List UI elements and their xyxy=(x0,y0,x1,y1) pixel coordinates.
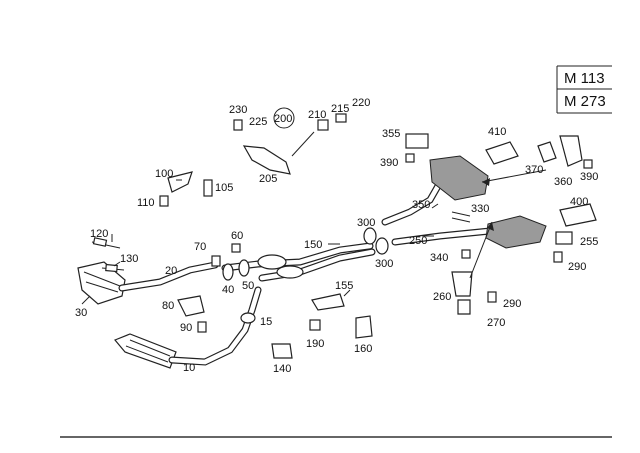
rear-muffler-upper xyxy=(429,141,519,201)
rear-pipe-350 xyxy=(381,182,442,226)
callout-200: 200 xyxy=(274,113,292,125)
callout-410: 410 xyxy=(488,126,506,138)
callout-215: 215 xyxy=(331,103,349,115)
arrow-to-upper-muffler xyxy=(481,169,547,186)
clip-330 xyxy=(451,211,471,223)
front-catalytic-converter-left xyxy=(77,261,219,305)
bolt-290-right xyxy=(553,251,563,263)
callout-220: 220 xyxy=(352,97,370,109)
callout-330: 330 xyxy=(471,203,489,215)
bolt-110 xyxy=(159,195,169,207)
callout-40: 40 xyxy=(222,284,234,296)
callout-60: 60 xyxy=(231,230,243,242)
callout-290-right: 290 xyxy=(568,261,586,273)
engine-code-m113: M 113 xyxy=(564,70,605,87)
callout-90: 90 xyxy=(180,322,192,334)
hanger-260 xyxy=(451,271,473,297)
callout-leaders xyxy=(81,179,439,305)
hanger-270 xyxy=(457,299,471,315)
callout-105: 105 xyxy=(215,182,233,194)
engine-code-m273: M 273 xyxy=(564,93,606,110)
bolt-90 xyxy=(197,321,207,333)
callout-155: 155 xyxy=(335,280,353,292)
callout-130: 130 xyxy=(120,253,138,265)
callout-50: 50 xyxy=(242,280,254,292)
callout-210: 210 xyxy=(308,109,326,121)
callout-350: 350 xyxy=(412,199,430,211)
bracket-100 xyxy=(167,171,193,193)
bolt-390-left xyxy=(405,153,415,163)
callout-110: 110 xyxy=(137,197,155,209)
callout-120: 120 xyxy=(90,228,108,240)
callout-20: 20 xyxy=(165,265,177,277)
hanger-370 xyxy=(537,141,557,163)
engine-code-box: M 113 M 273 xyxy=(556,65,612,114)
hanger-160 xyxy=(355,315,373,339)
callout-370: 370 xyxy=(525,164,543,176)
callout-205: 205 xyxy=(259,173,277,185)
callout-15: 15 xyxy=(260,316,272,328)
callout-300-upper: 300 xyxy=(357,217,375,229)
callout-225: 225 xyxy=(249,116,267,128)
clamp-15 xyxy=(240,312,256,324)
gasket-70 xyxy=(211,255,221,267)
callout-190: 190 xyxy=(306,338,324,350)
callout-270: 270 xyxy=(487,317,505,329)
bracket-80 xyxy=(177,295,205,317)
bracket-105 xyxy=(203,179,213,197)
callout-80: 80 xyxy=(162,300,174,312)
callout-230: 230 xyxy=(229,104,247,116)
clamp-40 xyxy=(222,263,234,281)
callout-255: 255 xyxy=(580,236,598,248)
bolt-290-lower xyxy=(487,291,497,303)
bolt-60 xyxy=(231,243,241,253)
callout-360: 360 xyxy=(554,176,572,188)
bolt-390-right xyxy=(583,159,593,169)
callout-140: 140 xyxy=(273,363,291,375)
clip-140 xyxy=(271,343,293,359)
rear-muffler-lower xyxy=(485,203,597,249)
callout-400: 400 xyxy=(570,196,588,208)
heat-shield-205 xyxy=(233,107,347,175)
oxygen-sensor-120 xyxy=(91,237,121,249)
hanger-255 xyxy=(555,231,573,245)
bolt-340 xyxy=(461,249,471,259)
callout-30: 30 xyxy=(75,307,87,319)
callout-250: 250 xyxy=(409,235,427,247)
hanger-355 xyxy=(405,133,429,149)
callout-70: 70 xyxy=(194,241,206,253)
callout-100: 100 xyxy=(155,168,173,180)
callout-160: 160 xyxy=(354,343,372,355)
clamp-50 xyxy=(238,259,250,277)
front-catalytic-converter-lower xyxy=(114,286,262,369)
bolt-190 xyxy=(309,319,321,331)
callout-150: 150 xyxy=(304,239,322,251)
callout-10: 10 xyxy=(183,362,195,374)
callout-labels: 10 15 20 30 40 50 60 70 80 90 100 105 11… xyxy=(75,97,598,375)
callout-340: 340 xyxy=(430,252,448,264)
hanger-155 xyxy=(311,293,345,311)
callout-300-lower: 300 xyxy=(375,258,393,270)
clamp-300-upper xyxy=(363,227,377,245)
bracket-360 xyxy=(559,135,583,167)
callout-260: 260 xyxy=(433,291,451,303)
callout-355: 355 xyxy=(382,128,400,140)
callout-390-left: 390 xyxy=(380,157,398,169)
arrow-to-lower-muffler xyxy=(469,221,494,279)
callout-290-lower: 290 xyxy=(503,298,521,310)
clamp-300-lower xyxy=(375,237,389,255)
callout-390-right: 390 xyxy=(580,171,598,183)
